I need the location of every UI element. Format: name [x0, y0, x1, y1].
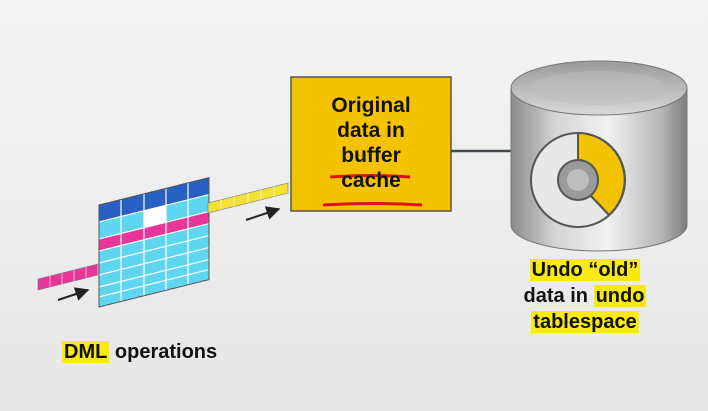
dml-input-arrow [57, 287, 90, 301]
dml-word: DML [62, 341, 110, 363]
dml-input-row [37, 260, 111, 291]
undo-old-text: Undo “old” [529, 259, 641, 281]
buffer-input-arrow [245, 206, 281, 221]
undo-word: undo [593, 285, 647, 307]
buffer-cache-label: Original data in buffer cache [291, 77, 451, 211]
box-line-1: Original [331, 94, 411, 118]
box-line-4: cache [341, 168, 401, 192]
dml-operations-label: DML operations [62, 340, 217, 364]
undo-segment-ring [530, 131, 626, 228]
undo-tablespace-label: Undo “old” data in undo tablespace [500, 258, 670, 336]
tablespace-word: tablespace [531, 311, 639, 333]
cache-underline [322, 202, 423, 207]
table-grid [98, 176, 210, 308]
operations-word: operations [109, 341, 218, 363]
buffer-cache-box [290, 76, 452, 212]
undo-output-row [207, 182, 289, 214]
buffer-underline [329, 174, 411, 179]
box-line-2: data in [337, 119, 405, 143]
data-in-text: data in [523, 285, 594, 307]
box-line-3: buffer [341, 144, 401, 167]
